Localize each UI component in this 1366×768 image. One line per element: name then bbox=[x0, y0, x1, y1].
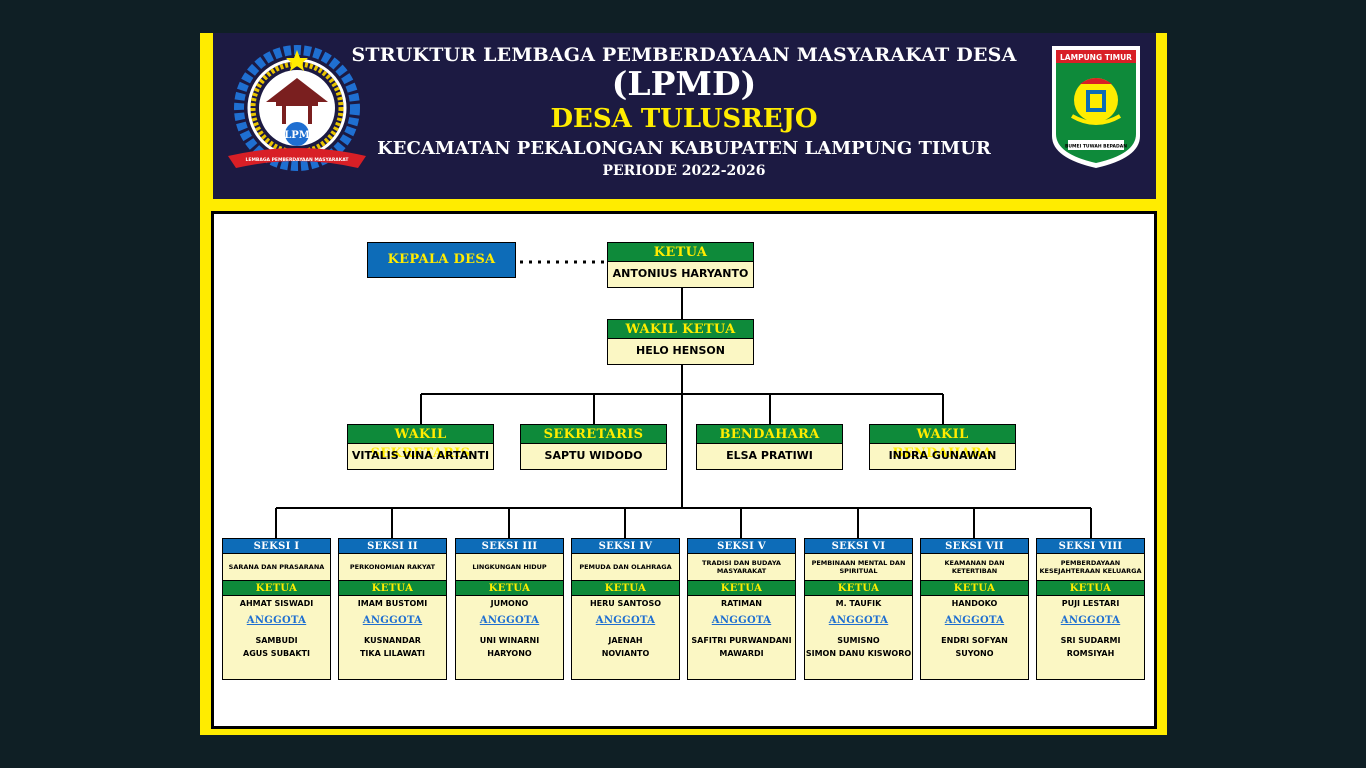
seksi-ketua-label: KETUA bbox=[456, 581, 563, 596]
seksi-anggota-name: SAFITRI PURWANDANI bbox=[691, 636, 792, 645]
officer-title: WAKIL SEKRETARIS bbox=[348, 425, 493, 461]
header-kecamatan: KECAMATAN PEKALONGAN KABUPATEN LAMPUNG T… bbox=[377, 138, 991, 159]
seksi-title: SEKSI VIII bbox=[1037, 539, 1144, 554]
wakil-ketua-name: HELO HENSON bbox=[636, 344, 725, 357]
header-title-line1: STRUKTUR LEMBAGA PEMBERDAYAAN MASYARAKAT… bbox=[351, 44, 1017, 66]
seksi-anggota-name: SUMISNO bbox=[837, 636, 880, 645]
seksi-card-7: SEKSI VII KEAMANAN DAN KETERTIBAN KETUA … bbox=[920, 538, 1029, 680]
officer-name: VITALIS VINA ARTANTI bbox=[351, 449, 490, 462]
seksi-anggota-label: ANGGOTA bbox=[595, 615, 656, 626]
seksi-ketua-name: M. TAUFIK bbox=[835, 599, 882, 608]
seksi-desc: KEAMANAN DAN KETERTIBAN bbox=[921, 554, 1028, 581]
seksi-anggota-name: ROMSIYAH bbox=[1066, 649, 1115, 658]
seksi-ketua-label: KETUA bbox=[223, 581, 330, 596]
seksi-ketua-label: KETUA bbox=[572, 581, 679, 596]
seksi-ketua-label: KETUA bbox=[1037, 581, 1144, 596]
seksi-ketua-name: PUJI LESTARI bbox=[1061, 599, 1120, 608]
seksi-ketua-name: HANDOKO bbox=[951, 599, 998, 608]
header-periode: PERIODE 2022-2026 bbox=[602, 163, 766, 179]
seksi-anggota-name: SIMON DANU KISWORO bbox=[805, 649, 912, 658]
seksi-desc: PEMUDA DAN OLAHRAGA bbox=[572, 554, 679, 581]
seksi-ketua-name: JUMONO bbox=[490, 599, 529, 608]
seksi-anggota-label: ANGGOTA bbox=[479, 615, 540, 626]
lampung-timur-logo-icon: LAMPUNG TIMUR BUMEI TUWAH BEPADAN bbox=[1052, 46, 1140, 168]
seksi-anggota-label: ANGGOTA bbox=[246, 615, 307, 626]
seksi-card-1: SEKSI I SARANA DAN PRASARANA KETUA AHMAT… bbox=[222, 538, 331, 680]
seksi-card-4: SEKSI IV PEMUDA DAN OLAHRAGA KETUA HERU … bbox=[571, 538, 680, 680]
seksi-ketua-name: AHMAT SISWADI bbox=[239, 599, 314, 608]
ketua-name: ANTONIUS HARYANTO bbox=[612, 267, 749, 280]
seksi-title: SEKSI IV bbox=[572, 539, 679, 554]
wakil-ketua-box: WAKIL KETUA HELO HENSON bbox=[607, 319, 754, 365]
lampung-timur-banner: LAMPUNG TIMUR bbox=[1060, 53, 1132, 62]
seksi-desc: LINGKUNGAN HIDUP bbox=[456, 554, 563, 581]
ketua-box: KETUA ANTONIUS HARYANTO bbox=[607, 242, 754, 288]
seksi-anggota-label: ANGGOTA bbox=[362, 615, 423, 626]
officer-box-bendahara: BENDAHARA ELSA PRATIWI bbox=[696, 424, 843, 470]
seksi-anggota-name: UNI WINARNI bbox=[479, 636, 540, 645]
seksi-anggota-name: AGUS SUBAKTI bbox=[243, 649, 310, 658]
kepala-desa-box: KEPALA DESA bbox=[367, 242, 516, 278]
officer-box-sekretaris: SEKRETARIS SAPTU WIDODO bbox=[520, 424, 667, 470]
seksi-anggota-label: ANGGOTA bbox=[1060, 615, 1121, 626]
header-desa: DESA TULUSREJO bbox=[550, 104, 818, 134]
seksi-anggota-name: NOVIANTO bbox=[601, 649, 650, 658]
lpm-ribbon-text: LEMBAGA PEMBERDAYAAN MASYARAKAT bbox=[246, 157, 350, 163]
seksi-card-3: SEKSI III LINGKUNGAN HIDUP KETUA JUMONO … bbox=[455, 538, 564, 680]
officer-box-wakil-sekretaris: WAKIL SEKRETARIS VITALIS VINA ARTANTI bbox=[347, 424, 494, 470]
seksi-card-5: SEKSI V TRADISI DAN BUDAYA MASYARAKAT KE… bbox=[687, 538, 796, 680]
seksi-anggota-name: ENDRI SOFYAN bbox=[941, 636, 1008, 645]
seksi-title: SEKSI VII bbox=[921, 539, 1028, 554]
seksi-ketua-name: HERU SANTOSO bbox=[589, 599, 662, 608]
seksi-desc: PERKONOMIAN RAKYAT bbox=[339, 554, 446, 581]
seksi-desc: SARANA DAN PRASARANA bbox=[223, 554, 330, 581]
seksi-desc: PEMBINAAN MENTAL DAN SPIRITUAL bbox=[805, 554, 912, 581]
seksi-ketua-label: KETUA bbox=[921, 581, 1028, 596]
seksi-ketua-name: IMAM BUSTOMI bbox=[357, 599, 428, 608]
seksi-desc: TRADISI DAN BUDAYA MASYARAKAT bbox=[688, 554, 795, 581]
seksi-title: SEKSI III bbox=[456, 539, 563, 554]
header-title-lpmd: (LPMD) bbox=[611, 64, 757, 103]
seksi-anggota-name: HARYONO bbox=[487, 649, 532, 658]
seksi-title: SEKSI VI bbox=[805, 539, 912, 554]
seksi-anggota-name: KUSNANDAR bbox=[364, 636, 421, 645]
seksi-card-8: SEKSI VIII PEMBERDAYAAN KESEJAHTERAAN KE… bbox=[1036, 538, 1145, 680]
officer-box-wakil-bendahara: WAKIL BENDAHARA INDRA GUNAWAN bbox=[869, 424, 1016, 470]
ketua-title: KETUA bbox=[608, 243, 753, 262]
wakil-ketua-title: WAKIL KETUA bbox=[608, 320, 753, 339]
seksi-card-6: SEKSI VI PEMBINAAN MENTAL DAN SPIRITUAL … bbox=[804, 538, 913, 680]
officer-title: BENDAHARA bbox=[697, 425, 842, 444]
officer-name: ELSA PRATIWI bbox=[726, 449, 813, 462]
seksi-title: SEKSI I bbox=[223, 539, 330, 554]
seksi-ketua-label: KETUA bbox=[339, 581, 446, 596]
officer-name: SAPTU WIDODO bbox=[544, 449, 643, 462]
seksi-title: SEKSI II bbox=[339, 539, 446, 554]
seksi-title: SEKSI V bbox=[688, 539, 795, 554]
lpm-logo-text: LPM bbox=[284, 130, 310, 141]
seksi-desc: PEMBERDAYAAN KESEJAHTERAAN KELUARGA bbox=[1037, 554, 1144, 581]
seksi-ketua-name: RATIMAN bbox=[720, 599, 762, 608]
header-panel bbox=[213, 33, 1156, 199]
seksi-anggota-name: SUYONO bbox=[955, 649, 994, 658]
seksi-anggota-name: SAMBUDI bbox=[255, 636, 298, 645]
officer-title: WAKIL BENDAHARA bbox=[870, 425, 1015, 461]
seksi-card-2: SEKSI II PERKONOMIAN RAKYAT KETUA IMAM B… bbox=[338, 538, 447, 680]
lampung-timur-motto: BUMEI TUWAH BEPADAN bbox=[1065, 144, 1127, 150]
seksi-anggota-name: TIKA LILAWATI bbox=[359, 649, 426, 658]
officer-title: SEKRETARIS bbox=[521, 425, 666, 444]
seksi-ketua-label: KETUA bbox=[805, 581, 912, 596]
seksi-anggota-label: ANGGOTA bbox=[711, 615, 772, 626]
seksi-ketua-label: KETUA bbox=[688, 581, 795, 596]
seksi-anggota-name: JAENAH bbox=[608, 636, 643, 645]
seksi-anggota-label: ANGGOTA bbox=[944, 615, 1005, 626]
seksi-anggota-name: SRI SUDARMI bbox=[1060, 636, 1121, 645]
seksi-anggota-name: MAWARDI bbox=[719, 649, 764, 658]
seksi-anggota-label: ANGGOTA bbox=[828, 615, 889, 626]
lpm-logo-icon: LPM LEMBAGA PEMBERDAYAAN MASYARAKAT bbox=[228, 45, 366, 171]
officer-name: INDRA GUNAWAN bbox=[888, 449, 997, 462]
